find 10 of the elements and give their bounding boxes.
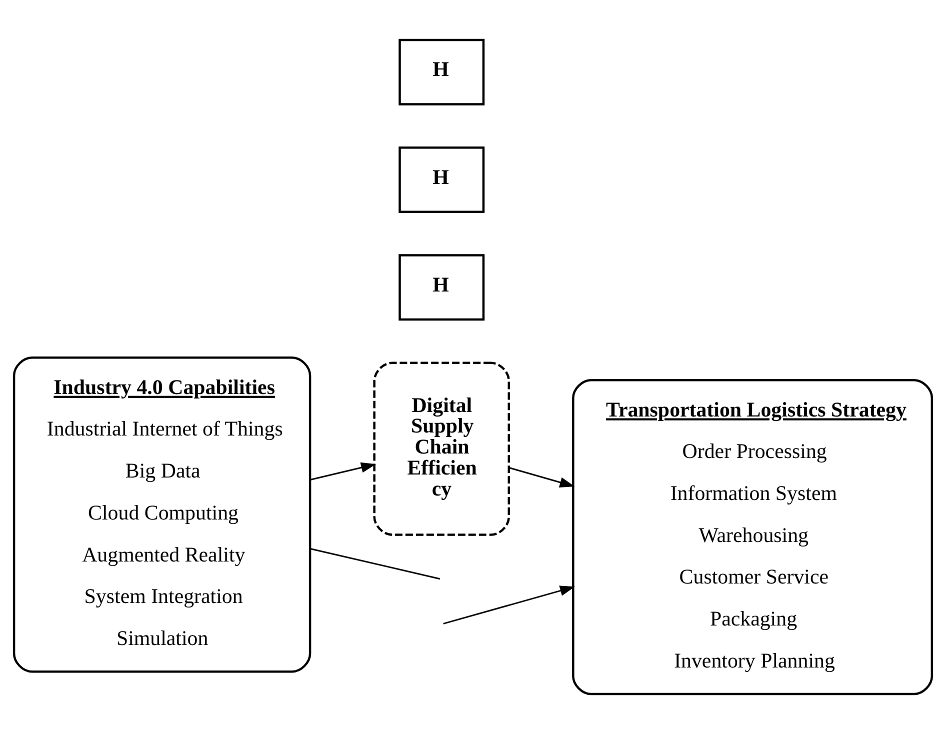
arrow: [443, 585, 575, 624]
arrow: [310, 462, 376, 480]
node-box: Digital Supply Chain Efficien cy: [373, 361, 510, 536]
node-box: H: [398, 38, 485, 105]
arrow: [508, 466, 575, 487]
node-box: Transportation Logistics Strategy Order Processing Information System Warehousing Customer Service Packaging Inventory Planning: [572, 378, 934, 695]
node-box: H: [398, 254, 485, 320]
node-box: H: [398, 146, 485, 213]
node-box: Industry 4.0 Capabilities Industrial Internet of Things Big Data Cloud Computing Augmented Reality System Integration Simulation: [12, 356, 312, 672]
connector: [310, 548, 440, 580]
